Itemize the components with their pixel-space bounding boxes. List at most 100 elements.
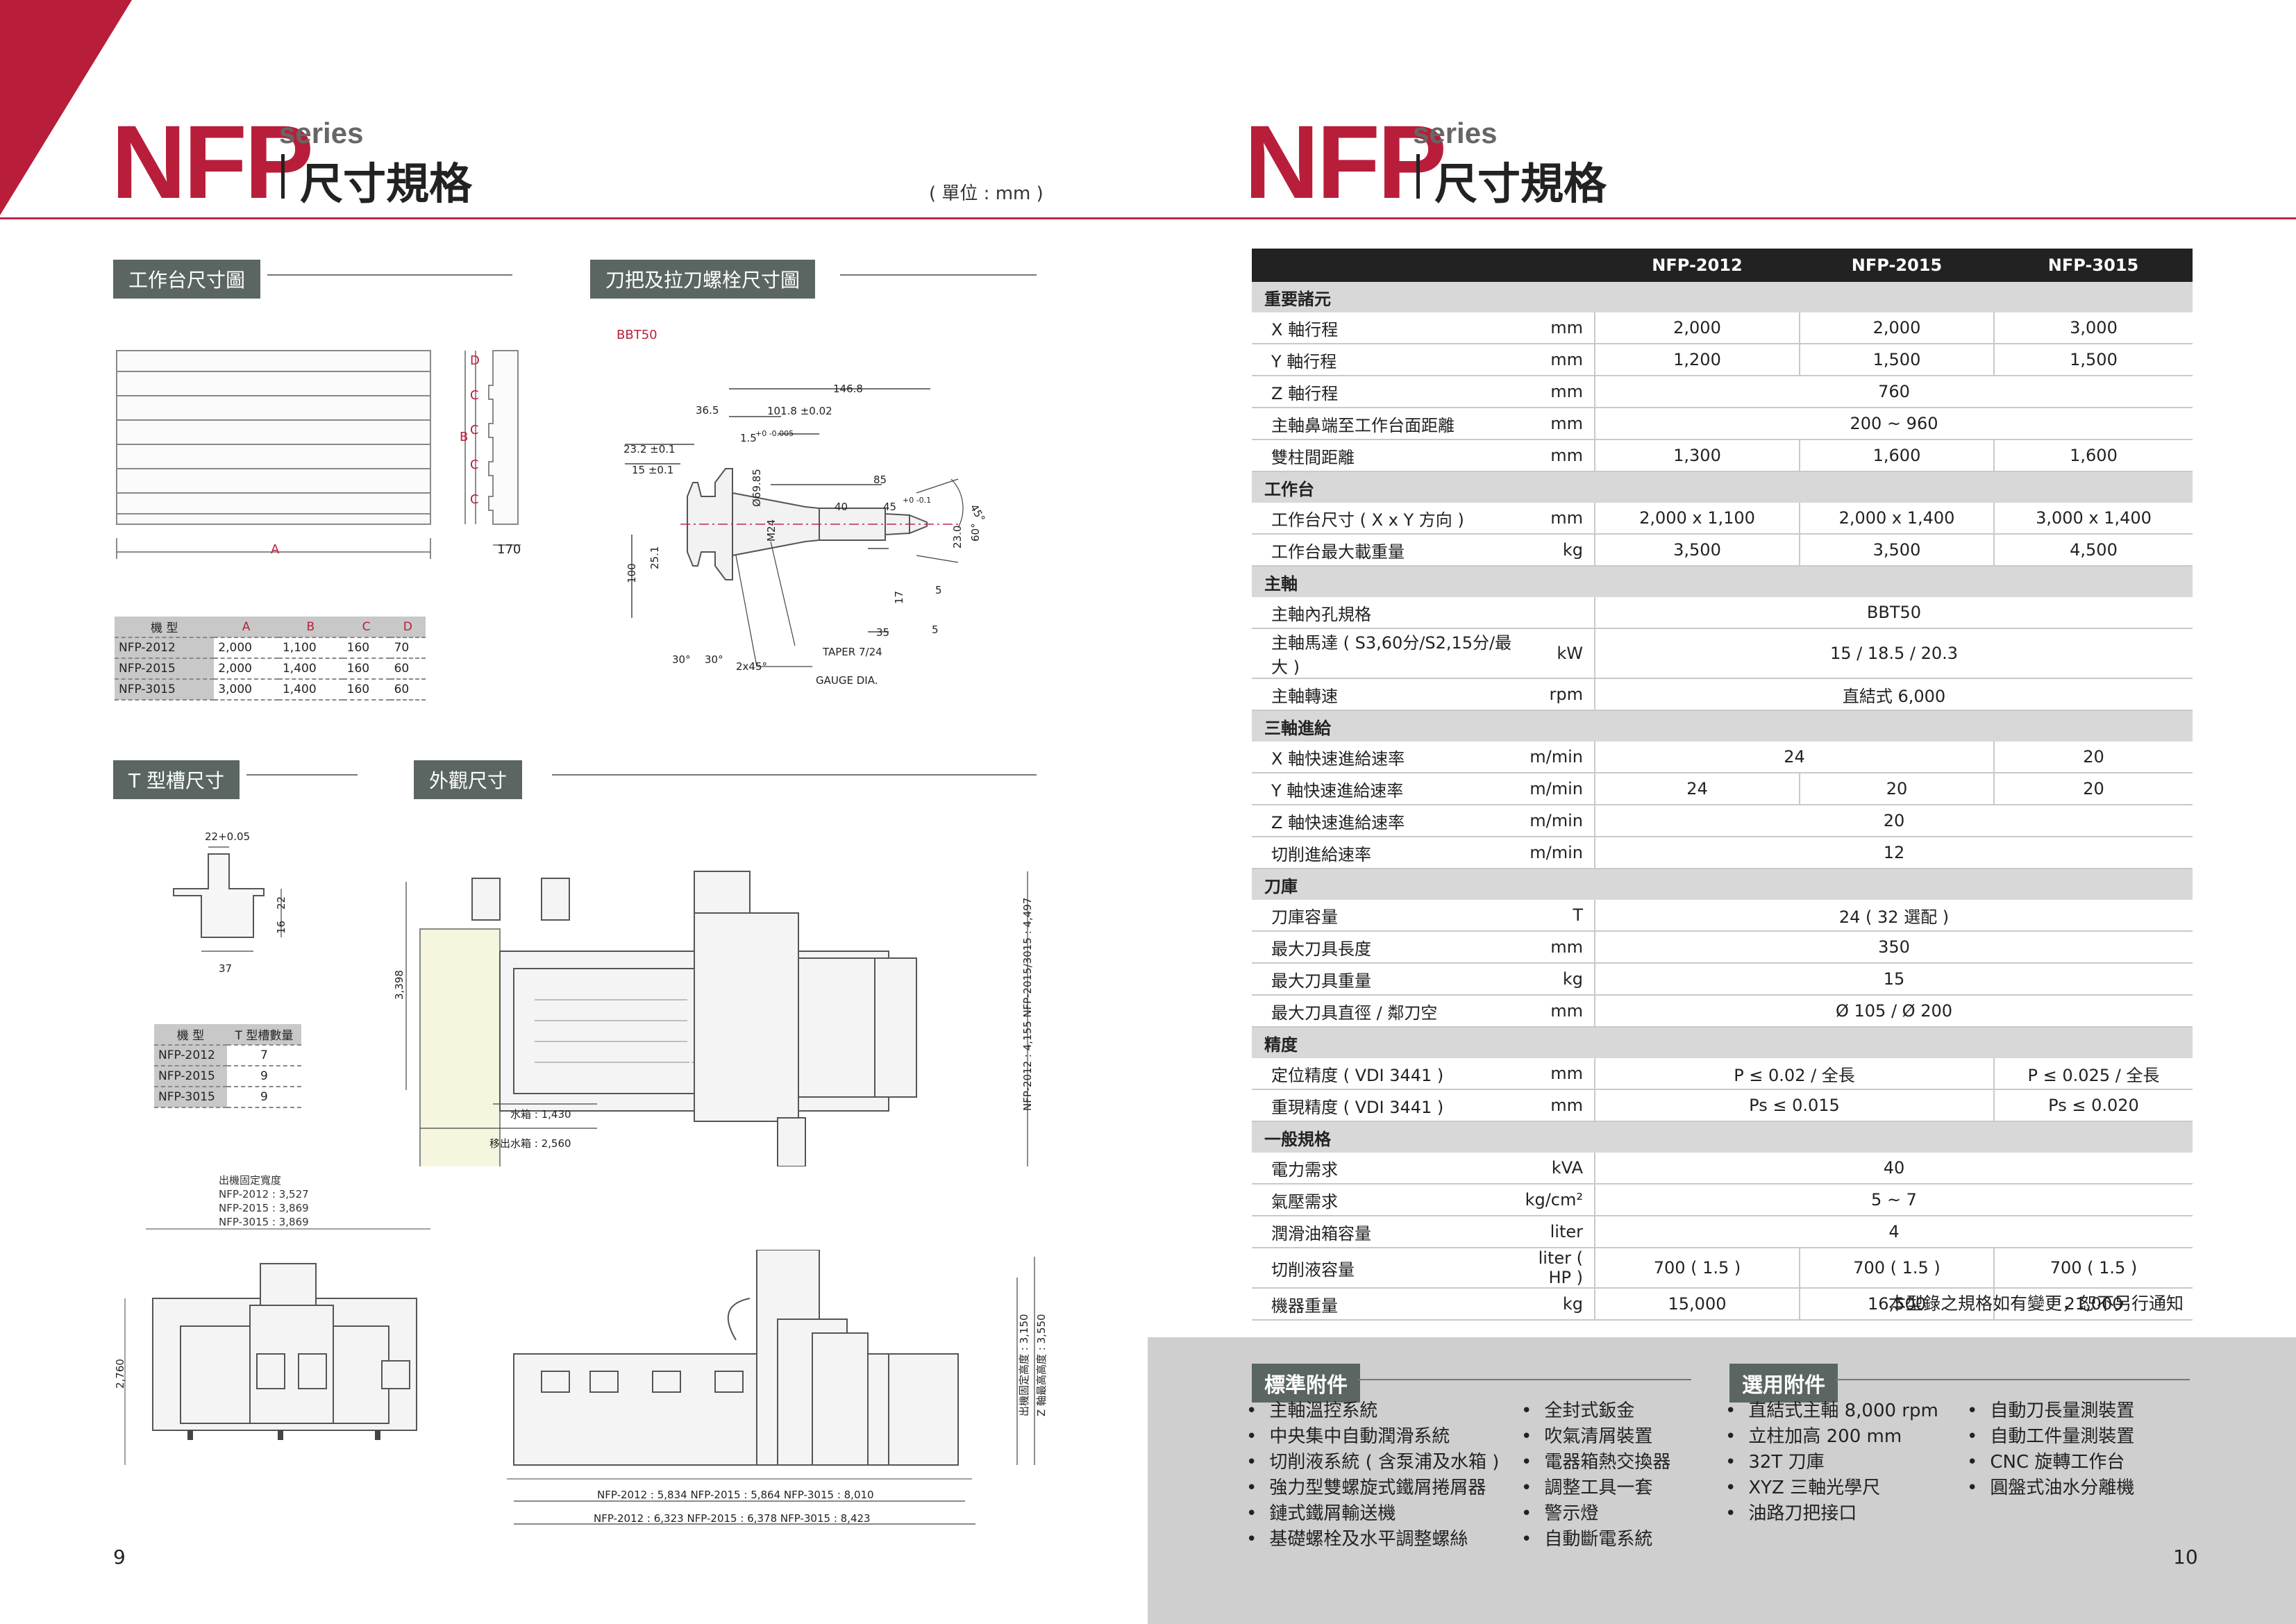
section-rule	[840, 274, 1037, 276]
spec-value: P ≤ 0.02 / 全長	[1595, 1058, 1995, 1090]
spec-label: 主軸內孔規格	[1252, 597, 1518, 629]
accessory-item: 自動刀長量測裝置	[1967, 1398, 2134, 1424]
spec-label: 主軸轉速	[1252, 678, 1518, 711]
accessory-item: 自動斷電系統	[1521, 1527, 1670, 1552]
spec-value: 3,000	[1994, 312, 2193, 344]
spec-value: 2,000 x 1,100	[1595, 503, 1800, 535]
spec-value: 760	[1595, 376, 2193, 408]
tslot-drawing: 22+0.05 37 16 22	[173, 830, 287, 975]
dim-C2: C	[470, 458, 479, 472]
optional-list-2: 自動刀長量測裝置自動工件量測裝置CNC 旋轉工作台圓盤式油水分離機	[1967, 1398, 2134, 1501]
dim-C3: C	[470, 423, 479, 437]
spec-value: BBT50	[1595, 597, 2193, 629]
spec-value: Ps ≤ 0.015	[1595, 1089, 1995, 1122]
spec-category: 主軸	[1252, 566, 2193, 597]
spec-label: 主軸馬達 ( S3,60分/S2,15分/最大 )	[1252, 628, 1518, 679]
spec-row: 主軸內孔規格 BBT50	[1252, 597, 2193, 629]
spec-unit: m/min	[1518, 805, 1595, 837]
spec-value: 24	[1595, 773, 1800, 805]
spec-category-row: 三軸進給	[1252, 710, 2193, 742]
spec-header-row: NFP-2012 NFP-2015 NFP-3015	[1252, 249, 2193, 282]
unit-note: ( 單位 : mm )	[929, 183, 1044, 204]
spec-label: 切削液容量	[1252, 1248, 1518, 1289]
spec-label: 定位精度 ( VDI 3441 )	[1252, 1058, 1518, 1090]
accessory-item: 調整工具一套	[1521, 1475, 1670, 1501]
angle-45: 45°	[968, 502, 988, 524]
dim-146-8: 146.8	[833, 383, 863, 395]
standard-title: 標準附件	[1252, 1364, 1360, 1403]
angle-30b: 30°	[705, 653, 723, 666]
accessory-item: 基礎螺栓及水平調整螺絲	[1246, 1527, 1499, 1552]
dim-length-1: NFP-2012 : 5,834 NFP-2015 : 5,864 NFP-30…	[597, 1489, 874, 1501]
spec-unit: mm	[1518, 376, 1595, 408]
spec-value: 1,600	[1994, 440, 2193, 472]
spec-value: 5 ~ 7	[1595, 1184, 2193, 1216]
spec-category: 工作台	[1252, 471, 2193, 503]
spec-unit: mm	[1518, 931, 1595, 964]
corner-decoration	[0, 0, 132, 215]
spec-unit: mm	[1518, 1058, 1595, 1090]
section-rule	[552, 774, 1037, 776]
spec-label: X 軸快速進給速率	[1252, 742, 1518, 773]
page-number-left: 9	[113, 1546, 126, 1568]
spec-label: 最大刀具重量	[1252, 963, 1518, 996]
brand-logo-left: NFP	[111, 103, 314, 220]
dim-right-height: NFP-2012 : 4,155 NFP-2015/3015 : 4,497	[1021, 898, 1034, 1111]
accessories-panel: 標準附件 選用附件 主軸溫控系統中央集中自動潤滑系統切削液系統 ( 含泵浦及水箱…	[1148, 1337, 2296, 1624]
accessory-item: 中央集中自動潤滑系統	[1246, 1424, 1499, 1450]
spec-value: 20	[1800, 773, 1995, 805]
accessory-item: 鏈式鐵屑輸送機	[1246, 1501, 1499, 1527]
dim-D: D	[470, 353, 480, 368]
dim-5a: 5	[935, 584, 942, 596]
spec-value: 1,500	[1800, 344, 1995, 376]
dim-100: 100	[626, 563, 638, 583]
dim-85: 85	[873, 474, 887, 486]
tslot-16: 16	[275, 921, 287, 934]
spec-unit: kVA	[1518, 1153, 1595, 1184]
dim-101-8: 101.8 ±0.02	[767, 405, 832, 417]
dim-z-height: Z 軸最高高度 : 3,550	[1035, 1314, 1048, 1416]
model-header: NFP-3015	[1994, 249, 2193, 282]
spec-unit: mm	[1518, 408, 1595, 440]
section-outline: 外觀尺寸	[414, 760, 523, 799]
spec-category-row: 刀庫	[1252, 869, 2193, 900]
spec-label: Y 軸行程	[1252, 344, 1518, 376]
accessory-item: 圓盤式油水分離機	[1967, 1475, 2134, 1501]
spec-label: 最大刀具長度	[1252, 931, 1518, 964]
optional-list-1: 直結式主軸 8,000 rpm立柱加高 200 mm32T 刀庫XYZ 三軸光學…	[1725, 1398, 1938, 1527]
accessory-item: 直結式主軸 8,000 rpm	[1725, 1398, 1938, 1424]
section-worktable: 工作台尺寸圖	[113, 260, 261, 299]
angle-30a: 30°	[672, 653, 691, 666]
brand-logo-right: NFP	[1244, 103, 1447, 220]
spec-value: Ps ≤ 0.020	[1994, 1089, 2193, 1122]
accessory-item: 強力型雙螺旋式鐵屑捲屑器	[1246, 1475, 1499, 1501]
spec-category: 刀庫	[1252, 869, 2193, 900]
spec-label: 切削進給速率	[1252, 837, 1518, 869]
spec-category: 三軸進給	[1252, 710, 2193, 742]
spec-unit: mm	[1518, 312, 1595, 344]
dim-C1: C	[470, 492, 479, 507]
page-title-right: 尺寸規格	[1434, 158, 1607, 209]
worktable-drawing: A B C C C C D 170	[116, 350, 521, 559]
spec-value: 20	[1994, 773, 2193, 805]
accessory-item: 油路刀把接口	[1725, 1501, 1938, 1527]
spec-unit: kg	[1518, 534, 1595, 567]
section-rule	[267, 274, 512, 276]
spec-category-row: 重要諸元	[1252, 282, 2193, 312]
ship-width-2015: NFP-2015 : 3,869	[219, 1202, 309, 1214]
spec-unit: T	[1518, 900, 1595, 932]
dim-15: 15 ±0.1	[632, 464, 673, 476]
